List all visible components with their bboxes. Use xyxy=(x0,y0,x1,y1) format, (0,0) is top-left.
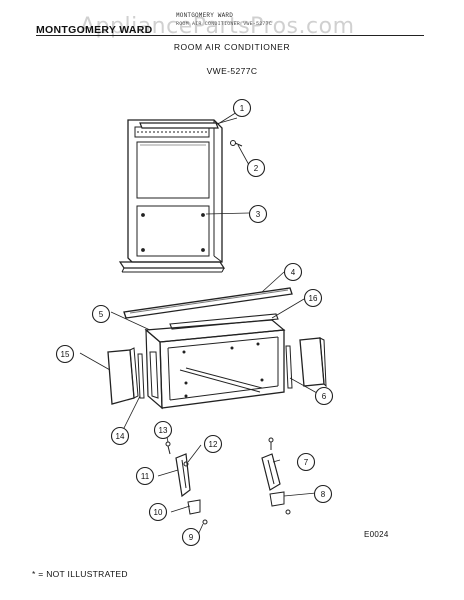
callout-label-4: 4 xyxy=(291,268,296,277)
brand-header: MONTGOMERY WARD xyxy=(36,24,153,36)
diagram-code: E0024 xyxy=(364,530,389,539)
callout-circle-6 xyxy=(314,386,334,406)
callout-label-5: 5 xyxy=(99,310,104,319)
page-title: ROOM AIR CONDITIONER xyxy=(173,42,291,52)
model-number: VWE-5277C xyxy=(206,66,258,76)
callout-circle-1 xyxy=(232,98,252,118)
cabinet-sleeve xyxy=(144,319,286,410)
callout-circle-14 xyxy=(110,426,130,446)
callout-label-13: 13 xyxy=(159,426,168,435)
long-rail-part xyxy=(123,287,293,319)
watermark: AppliancePartsPros.com xyxy=(80,14,355,39)
callout-circle-11 xyxy=(135,466,155,486)
callout-circle-12 xyxy=(203,434,223,454)
right-side-curtain xyxy=(299,337,327,388)
right-bracket-assembly xyxy=(261,437,291,515)
front-panel-assembly xyxy=(118,119,226,273)
callout-circle-13 xyxy=(153,420,173,440)
callout-circle-9 xyxy=(181,527,201,547)
callout-label-7: 7 xyxy=(304,458,309,467)
callout-label-2: 2 xyxy=(254,164,259,173)
callout-circle-15 xyxy=(55,344,75,364)
callout-label-10: 10 xyxy=(154,508,163,517)
callout-label-11: 11 xyxy=(141,472,150,481)
left-curtain-strip xyxy=(137,353,145,399)
header-small-text-2: ROOM AIR CONDITIONER VWE-5277C xyxy=(176,21,273,27)
callout-label-9: 9 xyxy=(189,533,194,542)
leader-lines xyxy=(79,111,318,538)
callout-circles xyxy=(55,98,334,547)
callout-circle-2 xyxy=(246,158,266,178)
callout-label-3: 3 xyxy=(256,210,261,219)
screw-part-2 xyxy=(230,140,243,147)
header-small-text-1: MONTGOMERY WARD xyxy=(176,12,234,19)
callout-circle-7 xyxy=(296,452,316,472)
callout-circle-8 xyxy=(313,484,333,504)
callout-labels: 1 2 3 4 5 6 7 8 9 10 11 12 13 14 15 16 xyxy=(61,104,327,542)
callout-label-16: 16 xyxy=(309,294,318,303)
callout-circle-10 xyxy=(148,502,168,522)
right-curtain-strip xyxy=(285,345,293,389)
footnote: * = NOT ILLUSTRATED xyxy=(32,569,128,579)
callout-label-6: 6 xyxy=(322,392,327,401)
top-rail-part xyxy=(139,117,238,129)
callout-label-12: 12 xyxy=(209,440,218,449)
callout-circle-4 xyxy=(283,262,303,282)
header-rule xyxy=(36,35,424,36)
callout-label-1: 1 xyxy=(240,104,245,113)
callout-label-15: 15 xyxy=(61,350,70,359)
left-bracket-assembly xyxy=(165,441,208,525)
callout-circle-3 xyxy=(248,204,268,224)
top-strip-part xyxy=(169,313,279,330)
callout-label-14: 14 xyxy=(116,432,125,441)
left-side-curtain xyxy=(107,347,139,405)
callout-circle-16 xyxy=(303,288,323,308)
callout-circle-5 xyxy=(91,304,111,324)
callout-label-8: 8 xyxy=(321,490,326,499)
